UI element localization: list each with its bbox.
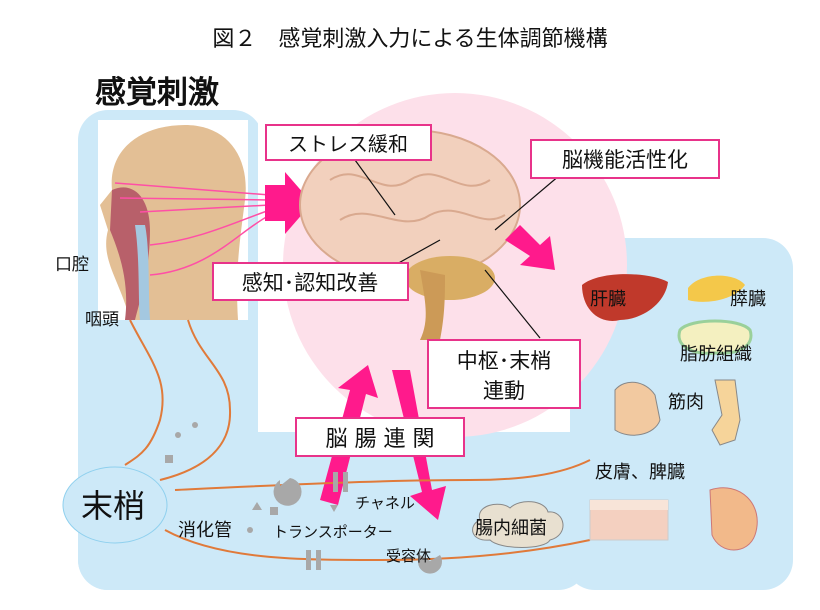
cognition-box <box>212 262 409 301</box>
stress-box <box>265 124 432 161</box>
linkage-text-2: 連動 <box>483 379 525 403</box>
oral-label: 口腔 <box>55 255 89 275</box>
liver-label: 肝臓 <box>590 289 626 310</box>
sensory-lines <box>114 182 271 276</box>
gut-bacteria-cloud <box>472 501 564 548</box>
sensory-label: 感覚刺激 <box>95 75 219 111</box>
leg-icon <box>711 379 741 446</box>
receptor-label: 受容体 <box>386 547 431 565</box>
skin-spleen-label: 皮膚、脾臓 <box>595 462 685 483</box>
fat-tissue-icon <box>677 319 753 355</box>
gut-brain-box <box>295 417 465 457</box>
liver-icon <box>582 274 668 321</box>
pharynx-label: 咽頭 <box>85 310 119 330</box>
pointer-lines <box>354 159 561 339</box>
linkage-text-1: 中枢･末梢 <box>457 349 552 373</box>
linkage-box <box>427 339 581 409</box>
muscle-arm-icon <box>614 381 661 436</box>
periphery-ellipse <box>62 466 168 544</box>
gut-brain-text: 脳 腸 連 関 <box>326 427 435 452</box>
brain-to-organs-arrow <box>505 225 555 270</box>
pancreas-icon <box>688 275 745 302</box>
brain-function-box <box>530 139 720 179</box>
brain-function-text: 脳機能活性化 <box>562 148 688 172</box>
sensory-input-arrow <box>265 172 312 234</box>
gi-tract <box>124 319 591 574</box>
brain-illustration <box>299 129 521 340</box>
cognition-text: 感知･認知改善 <box>242 271 379 295</box>
spleen-icon <box>709 487 758 551</box>
periphery-label: 末梢 <box>81 487 145 525</box>
organ-illustrations <box>582 274 758 551</box>
fat-label: 脂肪組織 <box>680 344 752 365</box>
muscle-label: 筋肉 <box>668 392 704 413</box>
transporter-label: トランスポーター <box>273 523 393 541</box>
figure-title: 図２ 感覚刺激入力による生体調節機構 <box>212 27 607 52</box>
gi-tract-label: 消化管 <box>178 520 232 541</box>
channel-label: チャネル <box>355 494 415 512</box>
gut-bacteria-label: 腸内細菌 <box>475 518 547 539</box>
pancreas-label: 膵臓 <box>730 289 766 310</box>
stress-text: ストレス緩和 <box>288 132 408 156</box>
